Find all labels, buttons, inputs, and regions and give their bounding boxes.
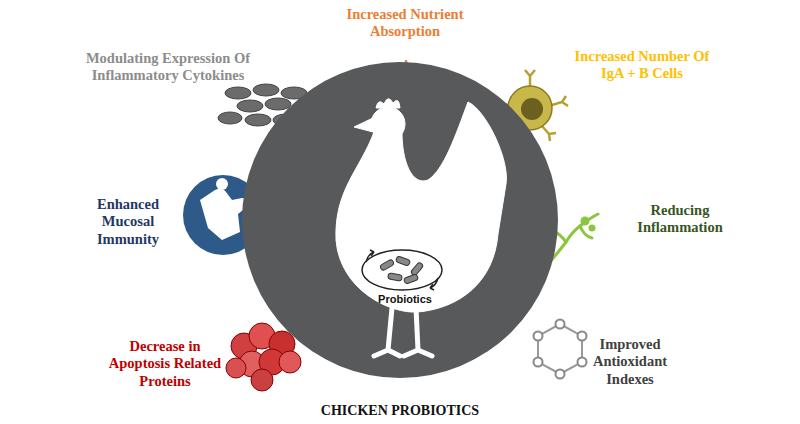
chicken-silhouette [242, 62, 558, 378]
benefit-label: Reducing Inflammation [624, 202, 736, 237]
node-label: Probiotics [378, 293, 432, 305]
antioxidant-icon [534, 320, 587, 379]
benefit-label: Enhanced Mucosal Immunity [85, 196, 171, 248]
benefit-label: Decrease in Apoptosis Related Proteins [103, 338, 227, 390]
benefit-label: Improved Antioxidant Indexes [582, 336, 678, 388]
benefit-label: Modulating Expression Of Inflammatory Cy… [81, 50, 256, 85]
benefit-label: Increased Nutrient Absorption [325, 6, 485, 41]
probiotics-circle: Probiotics [242, 62, 558, 378]
benefit-label: Increased Number Of IgA + B Cells [569, 48, 715, 83]
figure-title: CHICKEN PROBIOTICS [321, 403, 479, 420]
